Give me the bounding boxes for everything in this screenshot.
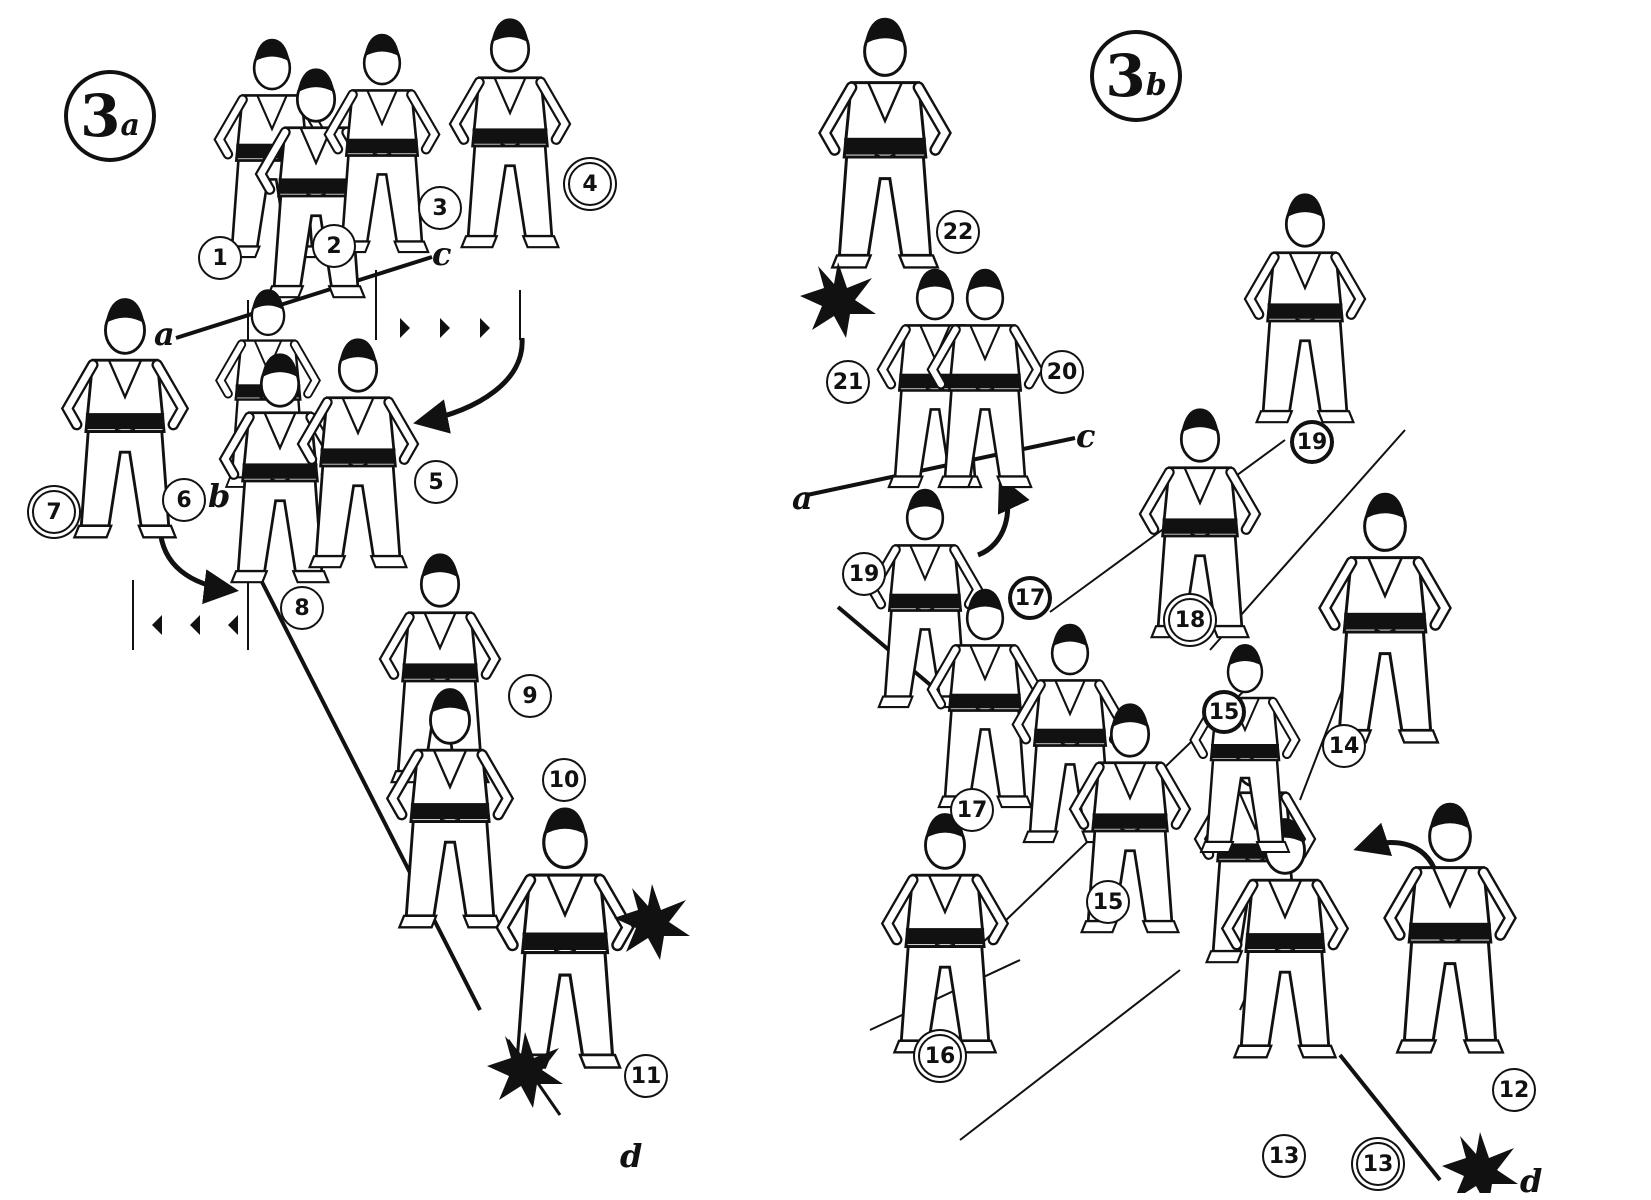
- step-label-8: 8: [280, 586, 324, 630]
- panel-3a-step-arrows: [152, 318, 525, 635]
- step-label-13a: 13: [1262, 1134, 1306, 1178]
- step-label-20: 20: [1040, 350, 1084, 394]
- step-label-1: 1: [198, 236, 242, 280]
- step-label-12: 12: [1492, 1068, 1536, 1112]
- point-a-3a: a: [154, 315, 175, 353]
- step-label-10: 10: [542, 758, 586, 802]
- step-label-13b: 13: [1356, 1142, 1400, 1186]
- step-label-5: 5: [414, 460, 458, 504]
- point-d-3a: d: [620, 1137, 643, 1175]
- step-label-19b: 19: [842, 552, 886, 596]
- step-label-14: 14: [1322, 724, 1366, 768]
- point-c-3a: c: [432, 235, 452, 273]
- step-label-15b: 15: [1086, 880, 1130, 924]
- step-label-21: 21: [826, 360, 870, 404]
- point-c-3b: c: [1076, 417, 1096, 455]
- step-label-7: 7: [32, 490, 76, 534]
- step-label-16: 16: [918, 1034, 962, 1078]
- step-label-9: 9: [508, 674, 552, 718]
- panel-3b-figures: [825, 18, 1510, 1058]
- point-a-3b: a: [792, 479, 813, 517]
- step-label-22: 22: [936, 210, 980, 254]
- point-b-3a: b: [208, 477, 231, 515]
- step-label-17a: 17: [1008, 576, 1052, 620]
- step-label-11: 11: [624, 1054, 668, 1098]
- step-label-17b: 17: [950, 788, 994, 832]
- step-label-15a: 15: [1202, 690, 1246, 734]
- panel-3a-figures: [68, 18, 628, 1067]
- step-label-18: 18: [1168, 598, 1212, 642]
- step-label-4: 4: [568, 162, 612, 206]
- point-d-3b: d: [1520, 1162, 1543, 1200]
- step-label-3: 3: [418, 186, 462, 230]
- step-label-2: 2: [312, 224, 356, 268]
- step-label-19a: 19: [1290, 420, 1334, 464]
- step-label-6: 6: [162, 478, 206, 522]
